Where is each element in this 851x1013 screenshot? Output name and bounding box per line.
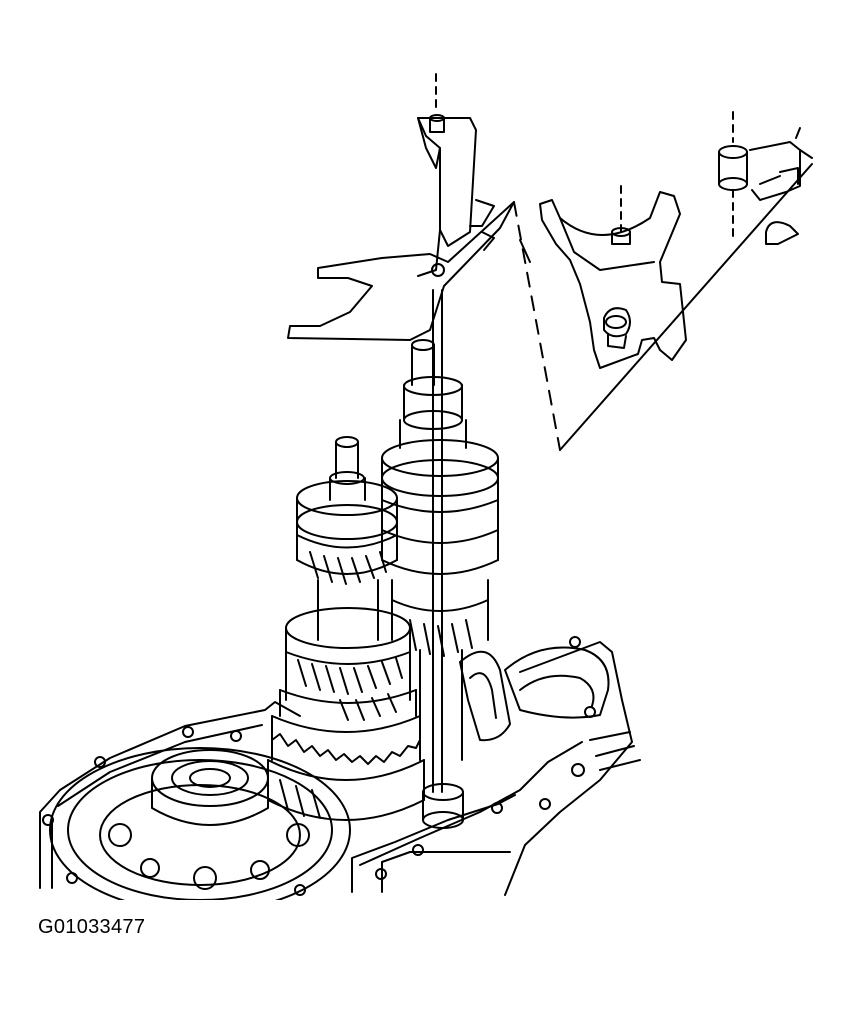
shift-fork-right — [539, 185, 687, 369]
input-shaft-assembly — [267, 436, 425, 821]
bolt-hole — [539, 798, 551, 810]
shift-bracket — [718, 111, 813, 245]
bolt-hole — [94, 756, 106, 768]
bolt-hole — [42, 814, 54, 826]
transaxle-case — [39, 636, 641, 900]
figure-id-label: G01033477 — [38, 916, 146, 938]
bolt-hole — [491, 802, 503, 814]
bolt-hole — [569, 636, 581, 648]
transaxle-exploded-diagram — [39, 73, 813, 900]
bolt-hole — [294, 884, 306, 896]
bolt-hole — [375, 868, 387, 880]
bolt-hole — [182, 726, 194, 738]
differential-bore — [49, 747, 351, 900]
shift-rail — [432, 289, 443, 793]
shift-fork-left — [287, 73, 515, 341]
bolt-hole — [571, 763, 585, 777]
differential-bearing — [151, 749, 269, 807]
bolt-hole — [412, 844, 424, 856]
explode-guide-lines — [513, 163, 813, 451]
bolt-hole — [230, 730, 242, 742]
